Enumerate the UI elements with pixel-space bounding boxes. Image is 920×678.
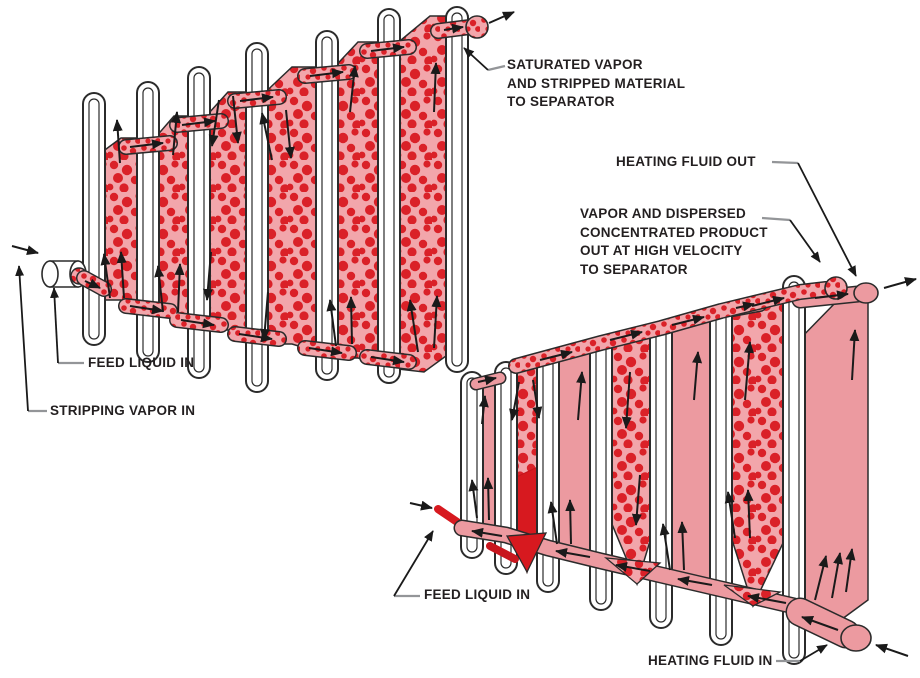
evaporator-unit: [409, 275, 917, 665]
leader-heating-fluid-out: [797, 162, 857, 277]
stripping-column-unit: [11, 6, 515, 393]
left-frame-6: [377, 8, 401, 384]
heating-inlet-cap: [840, 624, 872, 652]
leader-feed-liquid-left: [50, 287, 60, 364]
label-vapor-product: VAPOR AND DISPERSED CONCENTRATED PRODUCT…: [580, 206, 768, 277]
left-frame-5: [315, 30, 339, 381]
right-frames: [460, 275, 806, 665]
label-feed-liquid-in-right: FEED LIQUID IN: [424, 587, 531, 602]
right-frame-3: [536, 351, 560, 593]
left-frame-1: [82, 92, 106, 346]
left-frame-2: [136, 81, 160, 363]
leader-lines: [15, 47, 857, 663]
right-frame-4: [589, 337, 613, 611]
label-saturated-vapor: SATURATED VAPOR AND STRIPPED MATERIAL TO…: [507, 57, 686, 109]
left-frame-7: [445, 6, 469, 373]
heating-outlet-cap: [853, 282, 879, 304]
leader-heating-fluid-in: [799, 644, 828, 662]
left-frame-4: [245, 42, 269, 393]
label-feed-liquid-in-left: FEED LIQUID IN: [88, 355, 195, 370]
label-heating-fluid-in: HEATING FLUID IN: [648, 653, 773, 668]
leader-feed-liquid-right: [393, 530, 434, 597]
right-flow-arrows: [409, 277, 917, 657]
right-frame-1: [460, 371, 484, 559]
leader-vapor-product: [789, 219, 821, 263]
vapor-outlet-cap-left: [465, 15, 489, 39]
leader-saturated-vapor: [463, 47, 489, 71]
right-frame-7: [782, 275, 806, 665]
left-flow-arrows: [11, 11, 515, 366]
label-stripping-vapor-in: STRIPPING VAPOR IN: [50, 403, 196, 418]
label-heating-fluid-out: HEATING FLUID OUT: [616, 154, 756, 169]
leader-stripping-vapor: [15, 265, 29, 412]
